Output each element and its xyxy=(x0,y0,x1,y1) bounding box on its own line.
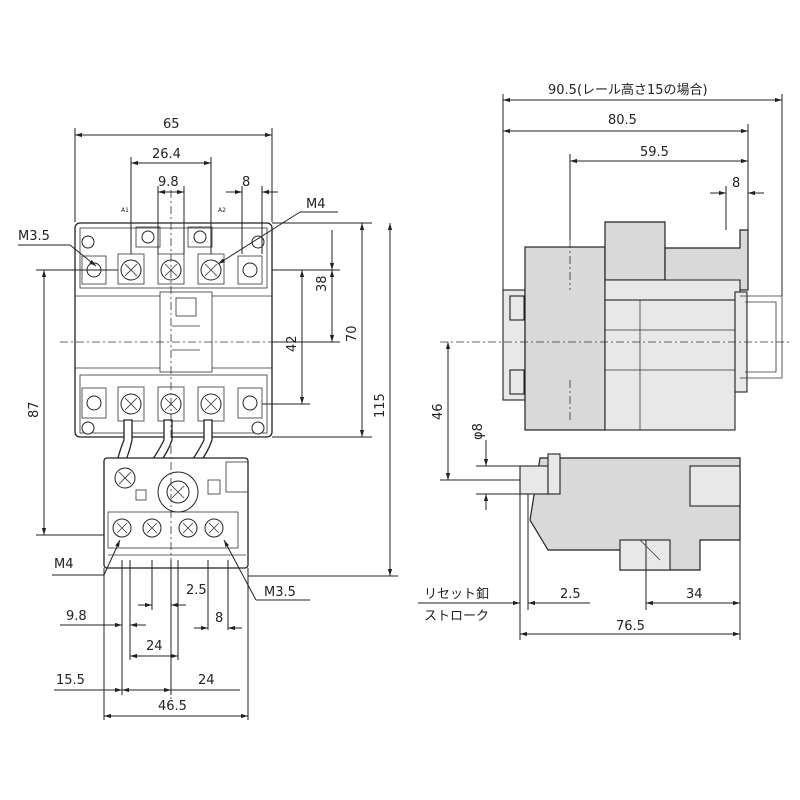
dim-right-pitch: 8 xyxy=(242,175,250,190)
reset-stroke-label-2: ストローク xyxy=(424,609,489,624)
dim-bottom-15-5: 15.5 xyxy=(56,673,85,688)
side-main-body xyxy=(524,246,606,431)
dim-side-rail-depth: 90.5(レール高さ15の場合) xyxy=(548,82,708,98)
side-terminal-area xyxy=(604,299,736,431)
dim-side-8: 8 xyxy=(732,176,740,191)
dim-front-width: 65 xyxy=(163,117,180,132)
dim-bottom-9-8: 9.8 xyxy=(66,609,87,624)
side-reset-button xyxy=(519,465,549,495)
side-view: 90.5(レール高さ15の場合) 80.5 59.5 8 46 φ8 リセット釦… xyxy=(418,82,790,640)
dim-bottom-24b: 24 xyxy=(198,673,215,688)
dim-side-34: 34 xyxy=(686,587,703,602)
dim-stroke: 2.5 xyxy=(560,587,581,602)
dim-side-59-5: 59.5 xyxy=(640,145,669,160)
dim-side-76-5: 76.5 xyxy=(616,619,645,634)
contactor-top-terminal-block xyxy=(79,227,268,289)
terminal-a2-label: A2 xyxy=(218,207,226,214)
dim-height-115: 115 xyxy=(373,393,388,418)
screw-bottom-right: M3.5 xyxy=(264,585,296,600)
dim-bottom-8: 8 xyxy=(215,611,223,626)
side-top-cover xyxy=(604,221,666,281)
terminal-a1-label: A1 xyxy=(121,207,129,214)
dim-side-depth: 80.5 xyxy=(608,113,637,128)
coil-terminals: A1 A2 xyxy=(121,207,226,248)
dim-inner-pitch: 9.8 xyxy=(158,175,179,190)
contactor-center-slot xyxy=(175,297,197,317)
dim-height-38: 38 xyxy=(315,275,330,292)
screw-bottom-left: M4 xyxy=(54,557,74,572)
dim-center-pitch: 26.4 xyxy=(152,147,181,162)
dim-height-87: 87 xyxy=(27,401,42,418)
contactor-center-window xyxy=(159,291,213,373)
dim-bottom-24a: 24 xyxy=(146,639,163,654)
front-view: A1 A2 xyxy=(18,117,398,720)
reset-stroke-label-1: リセット釦 xyxy=(424,586,489,602)
dim-height-70: 70 xyxy=(345,325,360,342)
dim-height-42: 42 xyxy=(285,335,300,352)
dim-side-46: 46 xyxy=(431,403,446,420)
screw-top-left: M3.5 xyxy=(18,229,50,244)
dim-reset-diameter: φ8 xyxy=(471,423,486,440)
dim-relay-width: 46.5 xyxy=(158,699,187,714)
main-bottom-terminals xyxy=(81,386,265,435)
thermal-relay-front xyxy=(103,457,249,569)
side-rail-clip xyxy=(740,295,783,379)
dim-bottom-2-5: 2.5 xyxy=(186,583,207,598)
screw-top-right: M4 xyxy=(306,197,326,212)
